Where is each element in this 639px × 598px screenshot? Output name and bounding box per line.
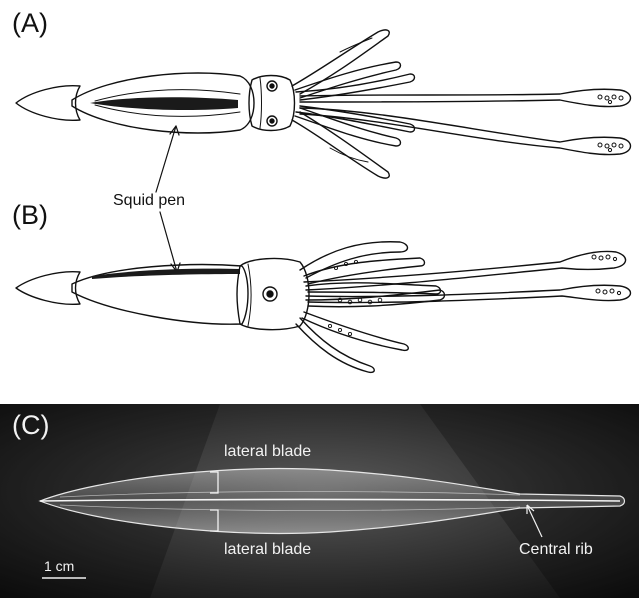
central-rib-label: Central rib bbox=[519, 542, 593, 558]
panel-a-label: (A) bbox=[12, 10, 48, 37]
squid-b-pen bbox=[92, 269, 240, 279]
squid-pen-photograph: (C) lateral blade lateral blade Central … bbox=[0, 404, 639, 598]
photo-render bbox=[0, 404, 639, 598]
squid-b-fin bbox=[16, 272, 80, 305]
panel-c-label: (C) bbox=[12, 412, 49, 439]
squid-b-lateral-view bbox=[16, 242, 631, 373]
lateral-blade-bottom-label: lateral blade bbox=[224, 542, 311, 558]
panel-b-label: (B) bbox=[12, 202, 48, 229]
lateral-blade-top-label: lateral blade bbox=[224, 444, 311, 460]
squid-a-pen bbox=[90, 97, 238, 110]
squid-b-tentacle-bottom bbox=[306, 285, 631, 302]
squid-pen-label: Squid pen bbox=[113, 193, 185, 209]
squid-a-dorsal-view bbox=[16, 30, 631, 178]
squid-b-tentacle-top bbox=[304, 251, 626, 290]
squid-illustrations bbox=[0, 0, 639, 404]
scale-bar-label: 1 cm bbox=[44, 559, 74, 573]
squid-a-tentacle-top bbox=[300, 89, 631, 106]
squid-a-tentacle-bottom bbox=[300, 108, 631, 155]
squid-a-fin bbox=[16, 86, 80, 121]
